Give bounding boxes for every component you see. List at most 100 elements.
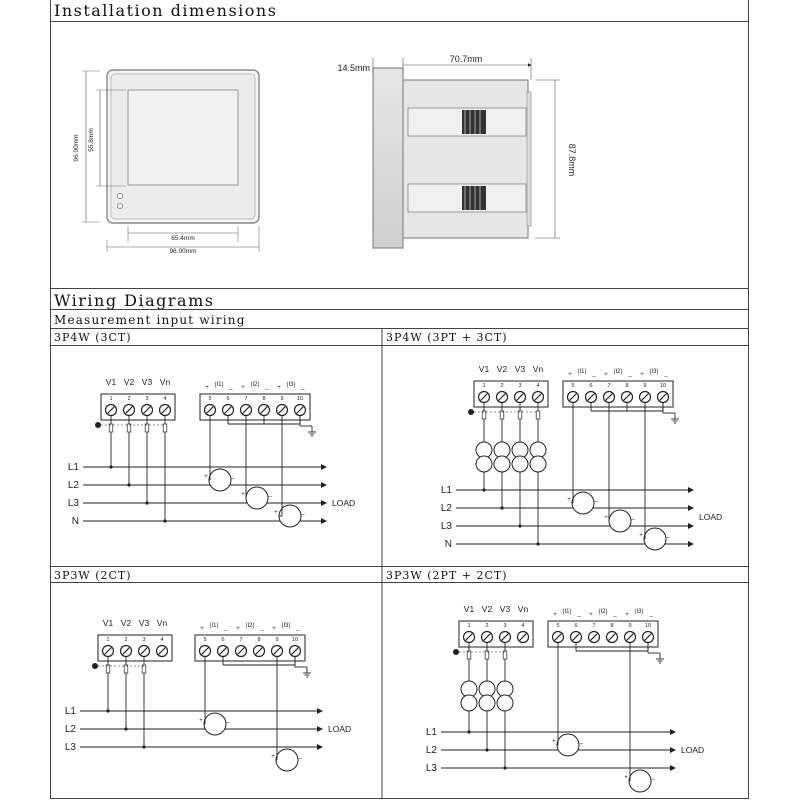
junction-dot [482, 488, 486, 492]
terminal-number: 1 [467, 623, 470, 629]
polarity-minus: _ [228, 384, 233, 390]
terminal-number: 2 [500, 383, 503, 389]
fuse [517, 410, 523, 420]
polarity-plus: + [241, 385, 245, 391]
side-clip-grip [462, 110, 486, 134]
voltage-label: V3 [139, 618, 150, 628]
junction-dot [142, 745, 146, 749]
junction-dot [145, 501, 149, 505]
terminal-number: 2 [124, 637, 127, 643]
terminal-number: 9 [275, 637, 278, 643]
fuse-marker-label: A [97, 423, 100, 428]
junction-dot [106, 709, 110, 713]
polarity-minus: _ [230, 473, 235, 479]
junction-dot [485, 748, 489, 752]
polarity-minus: _ [259, 625, 264, 631]
terminal-screw-slot [291, 647, 299, 655]
voltage-label: V1 [464, 604, 475, 614]
terminal-screw-slot [224, 406, 232, 414]
terminal-screw-slot [641, 393, 649, 401]
terminal-number: 1 [106, 637, 109, 643]
pt-transformer [478, 694, 496, 712]
terminal-screw-slot [140, 647, 148, 655]
phase-line-label: L1 [426, 727, 438, 738]
voltage-label: V3 [515, 364, 526, 374]
polarity-plus: + [272, 626, 276, 632]
terminal-number: 4 [521, 623, 524, 629]
terminal-screw-slot [480, 393, 488, 401]
junction-dot [127, 483, 131, 487]
terminal-screw-slot [161, 406, 169, 414]
terminal-screw-slot [143, 406, 151, 414]
dim-front-window-width: 65.4mm [171, 235, 194, 242]
ct-coil [245, 486, 269, 510]
polarity-plus: + [604, 372, 608, 378]
junction-dot [536, 542, 540, 546]
current-group-label: (I1) [563, 609, 572, 615]
terminal-number: 4 [163, 396, 166, 402]
front-led [117, 193, 123, 199]
dim-front-total-width: 96.00mm [169, 248, 196, 255]
polarity-plus: + [604, 515, 608, 521]
terminal-screw-slot [587, 393, 595, 401]
voltage-label: Vn [533, 364, 544, 374]
terminal-number: 3 [518, 383, 521, 389]
side-clip-grip [462, 186, 486, 210]
voltage-label: V3 [500, 604, 511, 614]
current-group-label: (I3) [282, 623, 291, 629]
polarity-minus: _ [300, 384, 305, 390]
fuse-marker [92, 663, 98, 669]
fuse [123, 664, 129, 674]
current-terminal-block [547, 620, 659, 648]
polarity-minus: _ [630, 514, 635, 520]
polarity-plus: + [204, 474, 208, 480]
fuse-marker [468, 409, 474, 415]
polarity-plus: + [274, 510, 278, 516]
terminal-number: 10 [645, 623, 651, 629]
terminal-number: 10 [297, 396, 303, 402]
fuse [466, 650, 472, 660]
dim-front-total-height: 96.00mm [73, 134, 80, 161]
current-group-label: (I2) [614, 369, 623, 375]
pt-transformer [529, 455, 547, 473]
current-group-label: (I1) [578, 369, 587, 375]
terminal-screw-slot [534, 393, 542, 401]
polarity-plus: + [567, 497, 571, 503]
terminal-number: 2 [127, 396, 130, 402]
ct-coil [275, 748, 299, 772]
terminal-number: 7 [592, 623, 595, 629]
fuse [141, 664, 147, 674]
voltage-label: V1 [103, 618, 114, 628]
load-label: LOAD [699, 512, 722, 522]
fuse [162, 423, 168, 433]
terminal-screw-slot [242, 406, 250, 414]
diagram-title-3p4w-3ct: 3P4W (3CT) [50, 329, 382, 346]
terminal-screw-slot [273, 647, 281, 655]
polarity-minus: _ [591, 371, 596, 377]
terminal-screw-slot [104, 647, 112, 655]
voltage-label: Vn [157, 618, 168, 628]
terminal-screw-slot [465, 633, 473, 641]
terminal-number: 10 [660, 383, 666, 389]
current-terminal-block [199, 393, 311, 421]
polarity-minus: _ [627, 371, 632, 377]
terminal-screw-slot [554, 633, 562, 641]
terminal-screw-slot [572, 633, 580, 641]
terminal-number: 5 [556, 623, 559, 629]
ct-coil [608, 509, 632, 533]
terminal-number: 1 [109, 396, 112, 402]
terminal-screw-slot [590, 633, 598, 641]
polarity-minus: _ [267, 491, 272, 497]
polarity-plus: + [552, 739, 556, 745]
diagram-title-3p3w-2ct: 3P3W (2CT) [50, 566, 382, 583]
junction-dot [503, 766, 507, 770]
terminal-screw-slot [125, 406, 133, 414]
terminal-number: 9 [280, 396, 283, 402]
voltage-label: V2 [124, 377, 135, 387]
terminal-screw-slot [569, 393, 577, 401]
pt-transformer [460, 694, 478, 712]
fuse [535, 410, 541, 420]
front-led [117, 203, 123, 209]
